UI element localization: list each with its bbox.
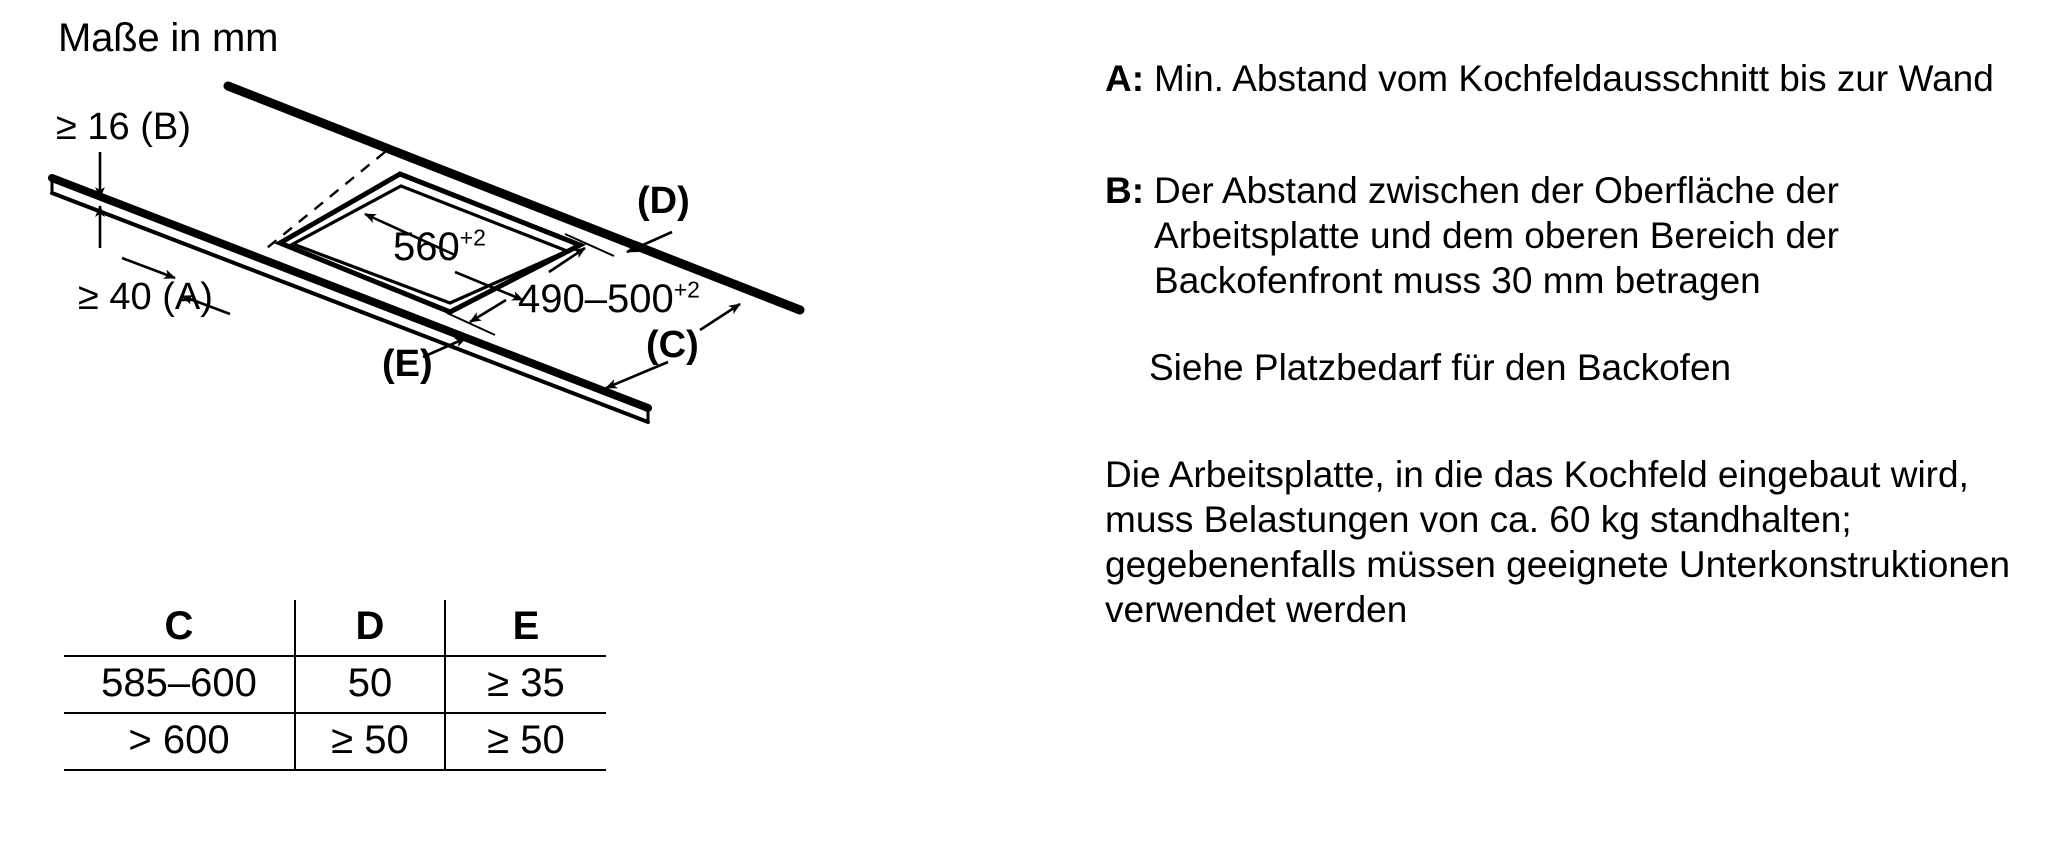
notes-panel: A: Min. Abstand vom Kochfeldausschnitt b… xyxy=(1105,0,2045,862)
note-a-text: Min. Abstand vom Kochfeldausschnitt bis … xyxy=(1154,58,1994,99)
table-row: > 600 ≥ 50 ≥ 50 xyxy=(64,713,606,771)
note-b: B: Der Abstand zwischen der Oberfläche d… xyxy=(1105,168,2035,303)
note-see-oven-space: Siehe Platzbedarf für den Backofen xyxy=(1149,347,1732,388)
marker-e-leader xyxy=(422,336,467,359)
note-load-capacity: Die Arbeitsplatte, in die das Kochfeld e… xyxy=(1105,454,2011,631)
table-row: 585–600 50 ≥ 35 xyxy=(64,656,606,713)
table-cell-c: > 600 xyxy=(64,713,295,771)
dimension-cutout-width-value: 560 xyxy=(393,225,460,269)
table-header-row: C D E xyxy=(64,600,606,656)
label-a-clearance: ≥ 40 (A) xyxy=(78,276,213,318)
worktop-cutout-drawing xyxy=(48,81,805,424)
table-header-c: C xyxy=(164,604,194,648)
clearance-table: C D E 585–600 50 ≥ 35 > 600 ≥ 50 ≥ 50 xyxy=(64,600,606,771)
label-e-marker: (E) xyxy=(382,343,433,385)
marker-c-leader xyxy=(605,302,741,390)
note-b-text: Der Abstand zwischen der Oberfläche der … xyxy=(1154,170,1839,302)
dimension-cutout-width-tolerance: +2 xyxy=(459,224,486,251)
units-caption: Maße in mm xyxy=(58,16,279,60)
table-cell-e: ≥ 50 xyxy=(444,713,606,771)
table-cell-d: ≥ 50 xyxy=(294,713,445,771)
cutout-outer-frame xyxy=(274,171,587,315)
dimension-cutout-width: 560+2 xyxy=(393,225,486,270)
table-cell-d: 50 xyxy=(294,656,445,713)
table-header-e: E xyxy=(444,600,606,656)
dimension-cutout-depth: 490–500+2 xyxy=(518,277,700,322)
installation-diagram-panel: Maße in mm xyxy=(48,16,805,771)
worktop-front-edge xyxy=(48,174,652,424)
note-a: A: Min. Abstand vom Kochfeldausschnitt b… xyxy=(1105,56,2005,101)
dimension-cutout-depth-value: 490–500 xyxy=(518,277,674,321)
dimension-560-arrows xyxy=(364,212,524,302)
projection-dashed-line xyxy=(261,151,386,253)
worktop-rear-edge xyxy=(223,81,805,315)
dimension-cutout-depth-tolerance: +2 xyxy=(673,276,700,303)
note-a-key: A: xyxy=(1105,58,1145,99)
cutout-inner-frame xyxy=(289,184,572,305)
label-c-marker: (C) xyxy=(646,324,699,366)
note-b-key: B: xyxy=(1105,170,1145,211)
marker-d-leader xyxy=(626,230,673,254)
dimension-a-distance-arrows xyxy=(121,256,231,316)
label-b-clearance: ≥ 16 (B) xyxy=(56,106,191,148)
label-d-marker: (D) xyxy=(637,180,690,222)
table-cell-c: 585–600 xyxy=(101,661,257,705)
dimension-490-500-arrows xyxy=(446,233,615,336)
table-header-d: D xyxy=(294,600,445,656)
table-cell-e: ≥ 35 xyxy=(444,656,606,713)
